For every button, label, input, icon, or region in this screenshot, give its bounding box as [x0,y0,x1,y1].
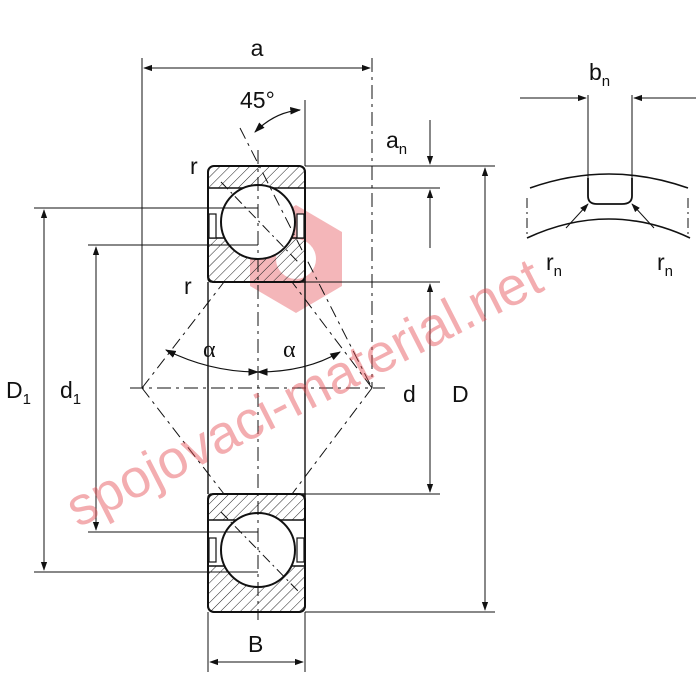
label-alpha-right: α [283,337,296,363]
contact-angle-lines [141,127,373,495]
groove-detail [520,94,696,239]
label-b-n: bn [589,59,610,90]
alpha-arcs [165,349,341,376]
label-r-mid: r [184,273,192,299]
center-lines [130,150,385,620]
dimension-D [305,165,495,613]
label-d1: d1 [60,377,81,408]
dimension-d1 [88,244,258,533]
label-r-top: r [190,153,198,179]
label-r-n-right: rn [657,249,673,280]
dimension-a [141,58,373,388]
label-D1: D1 [6,377,31,408]
label-alpha-left: α [203,337,216,363]
label-B: B [248,631,263,657]
label-d: d [403,381,416,407]
label-a-n: an [386,127,407,158]
angle-45-arc [254,107,302,133]
lower-section [207,493,306,613]
label-a: a [251,35,264,61]
label-angle-45: 45° [240,87,275,113]
upper-section [207,165,306,283]
dimension-D1 [34,207,258,573]
dimension-d [305,281,440,495]
dimension-B [207,612,306,672]
label-D: D [452,381,469,407]
label-r-n-left: rn [546,249,562,280]
